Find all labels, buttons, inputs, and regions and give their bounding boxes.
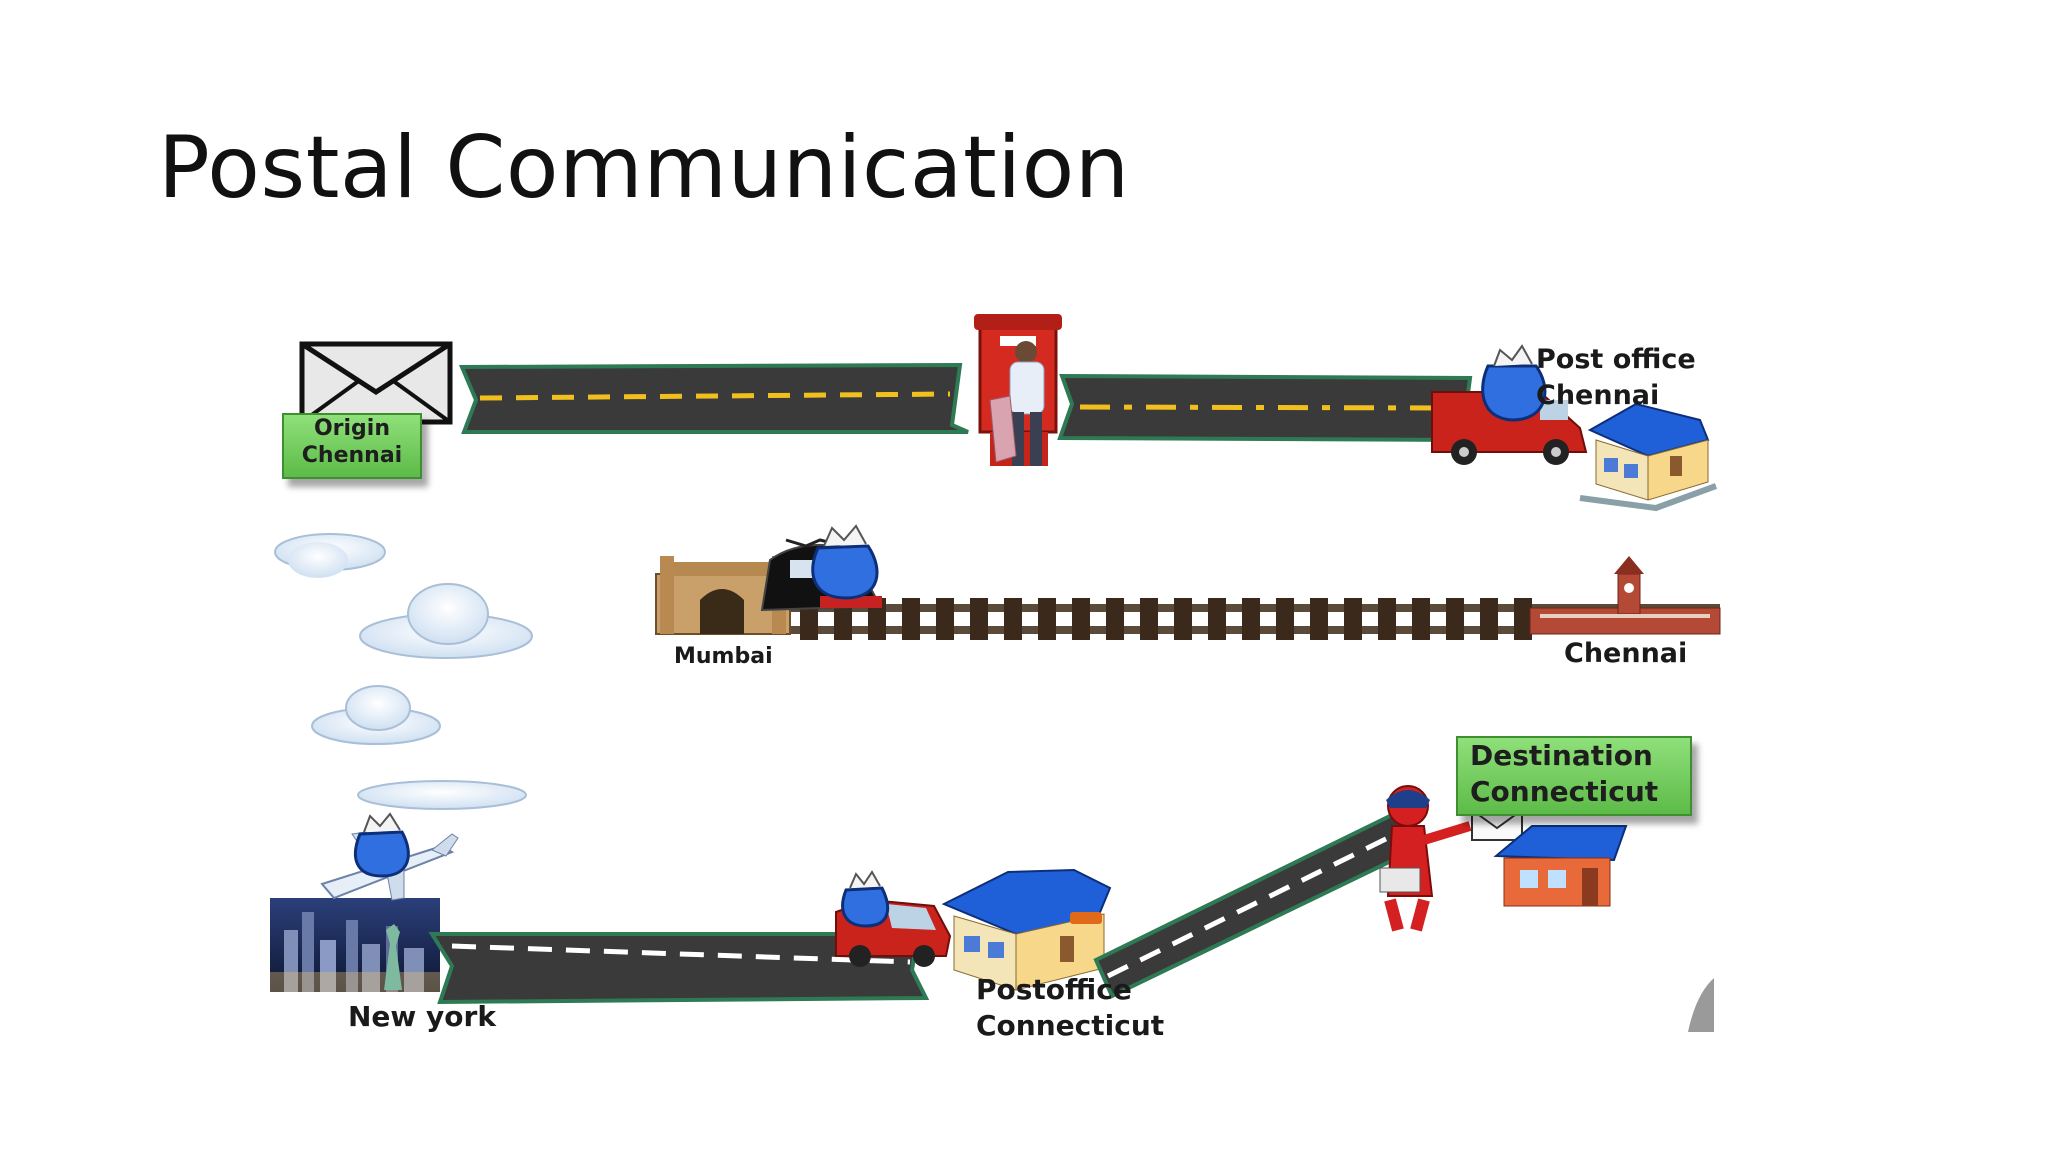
mail-carrier-figure-icon <box>1379 785 1472 932</box>
road-origin-to-postbox <box>458 362 969 434</box>
rail-sleeper <box>1038 598 1056 640</box>
mail-bag-icon <box>811 524 879 600</box>
rail-sleeper <box>834 598 852 640</box>
post-office-chennai-building <box>1579 402 1718 512</box>
rail-sleeper <box>1412 598 1430 640</box>
postman-icon <box>989 341 1045 466</box>
rail-sleeper <box>1242 598 1260 640</box>
origin-label-line2: Chennai <box>301 443 403 468</box>
rail-sleeper <box>1140 598 1158 640</box>
post-office-chennai-line2: Chennai <box>1536 380 1660 411</box>
cloud-icon <box>357 780 527 810</box>
road-newyork-to-postoffice <box>428 932 930 1005</box>
post-office-chennai-line1: Post office <box>1536 344 1696 375</box>
rail-sleeper <box>1072 598 1090 640</box>
road-postoffice-to-destination <box>1093 811 1421 999</box>
chennai-central-station-icon <box>1529 556 1721 635</box>
destination-label-line1: Destination <box>1470 739 1653 772</box>
mail-bag-icon <box>841 870 890 928</box>
rail-sleeper <box>1310 598 1328 640</box>
origin-label-box: Origin Chennai <box>282 413 422 479</box>
rail-sleeper <box>1276 598 1294 640</box>
origin-label-line1: Origin <box>313 416 391 441</box>
postoffice-connecticut-line2: Connecticut <box>976 1009 1165 1042</box>
rail-sleeper <box>868 598 886 640</box>
rail-sleeper <box>970 598 988 640</box>
postoffice-connecticut-label: Postoffice Connecticut <box>976 972 1164 1044</box>
envelope-icon <box>299 341 453 425</box>
rail-sleeper <box>1208 598 1226 640</box>
slide-title: Postal Communication <box>158 118 1130 218</box>
postoffice-connecticut-line1: Postoffice <box>976 973 1132 1006</box>
rail-sleeper <box>1344 598 1362 640</box>
mail-van-icon <box>1431 391 1588 465</box>
destination-label-line2: Connecticut <box>1470 775 1659 808</box>
rail-sleeper <box>1174 598 1192 640</box>
rail-sleeper <box>936 598 954 640</box>
mail-bag-icon <box>1481 344 1547 422</box>
new-york-skyline-icon <box>270 898 440 992</box>
cloud-icon <box>359 583 533 659</box>
rail-sleeper <box>1480 598 1498 640</box>
rail-sleeper <box>1106 598 1124 640</box>
chennai-station-label: Chennai <box>1564 638 1688 669</box>
corner-decoration <box>1688 978 1714 1032</box>
cloud-icon <box>274 533 386 578</box>
rail-sleeper <box>1514 598 1532 640</box>
mumbai-label: Mumbai <box>674 644 773 669</box>
rail-sleeper <box>1378 598 1396 640</box>
new-york-label: New york <box>348 1000 496 1033</box>
road-postbox-to-postoffice <box>1057 373 1473 443</box>
rail-sleeper <box>1004 598 1022 640</box>
rail-sleeper <box>1446 598 1464 640</box>
post-office-connecticut-building <box>941 868 1112 991</box>
cloud-icon <box>311 685 441 745</box>
mail-bag-icon <box>353 812 410 878</box>
post-office-chennai-label: Post office Chennai <box>1536 342 1696 414</box>
destination-house-icon <box>1493 825 1628 907</box>
destination-label-box: Destination Connecticut <box>1456 736 1692 816</box>
rail-sleeper <box>902 598 920 640</box>
